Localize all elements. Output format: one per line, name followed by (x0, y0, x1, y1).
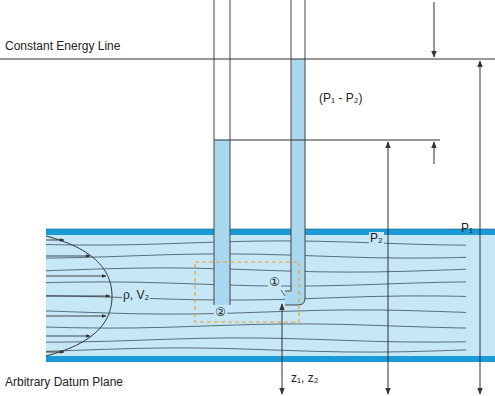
pipe-wall (46, 356, 495, 362)
streamline (46, 268, 466, 272)
dimension-arrow (282, 304, 283, 394)
velocity-arrow (46, 316, 106, 317)
streamline (46, 282, 466, 286)
dimension-arrow (434, 2, 435, 57)
pipe-fluid (46, 235, 495, 356)
streamline (46, 254, 466, 258)
streamline (46, 241, 466, 245)
streamline (46, 324, 466, 328)
pitot-tube (285, 0, 291, 291)
dimension-label: P₂ (369, 232, 384, 246)
velocity-arrows (46, 240, 110, 352)
dimension-label: P₁ (460, 222, 474, 236)
velocity-arrow (46, 296, 110, 297)
callout-number: ② (214, 306, 227, 320)
piezometer-fluid (214, 140, 230, 305)
property-label: ρ, V₂ (122, 289, 150, 303)
pitot-tube (285, 0, 305, 305)
piezometer-tube (214, 0, 215, 305)
velocity-profile (46, 236, 112, 356)
energy-line (0, 59, 495, 60)
velocity-arrow (46, 352, 64, 353)
control-volume (195, 262, 299, 322)
velocity-arrow (46, 336, 90, 337)
velocity-arrow (46, 256, 90, 257)
piezometer-tube (230, 0, 231, 305)
streamlines (46, 241, 466, 352)
pitot-fluid (285, 59, 305, 305)
plane-label: Arbitrary Datum Plane (4, 376, 124, 390)
dimension-label: (P₁ - P₂) (318, 92, 363, 106)
streamline (46, 348, 466, 352)
leader-line (281, 290, 285, 296)
callout-number: ① (268, 276, 281, 290)
dimension-arrow (434, 142, 435, 164)
pipe-wall (230, 229, 291, 235)
dimension-arrow (388, 142, 389, 394)
level-line (214, 140, 440, 141)
streamline (46, 338, 466, 342)
line-label: Constant Energy Line (4, 40, 121, 54)
streamline (46, 296, 466, 300)
velocity-arrow (46, 240, 64, 241)
pipe-wall (46, 229, 214, 235)
velocity-arrow (46, 276, 106, 277)
dimension-arrow (480, 61, 481, 394)
dimension-label: z₁, z₂ (290, 372, 319, 386)
